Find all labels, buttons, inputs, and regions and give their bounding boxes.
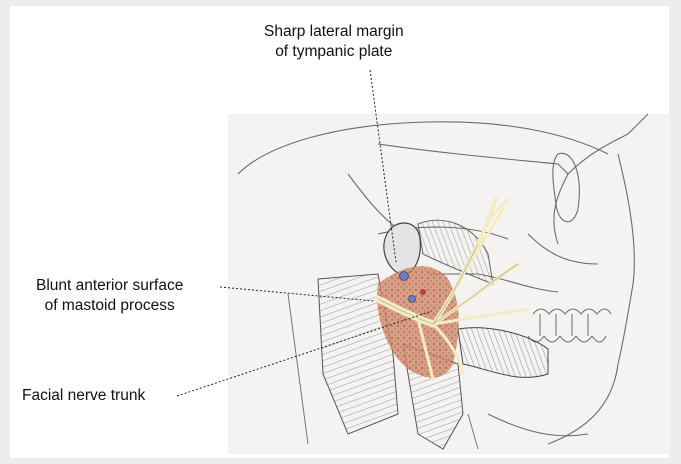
mastoid-process-label: Blunt anterior surface of mastoid proces… — [36, 276, 183, 316]
facial-nerve-leader-line — [177, 311, 432, 396]
tympanic-plate-label-line1: Sharp lateral margin — [264, 22, 404, 42]
mastoid-process-label-line1: Blunt anterior surface — [36, 276, 183, 296]
mastoid-leader-line — [220, 287, 374, 301]
mastoid-process-label-line2: of mastoid process — [36, 296, 183, 316]
tympanic-plate-label-line2: of tympanic plate — [264, 42, 404, 62]
tympanic-plate-label: Sharp lateral margin of tympanic plate — [264, 22, 404, 62]
facial-nerve-trunk-label-text: Facial nerve trunk — [22, 386, 145, 406]
facial-nerve-trunk-label: Facial nerve trunk — [22, 386, 145, 406]
tympanic-leader-line — [370, 70, 396, 262]
